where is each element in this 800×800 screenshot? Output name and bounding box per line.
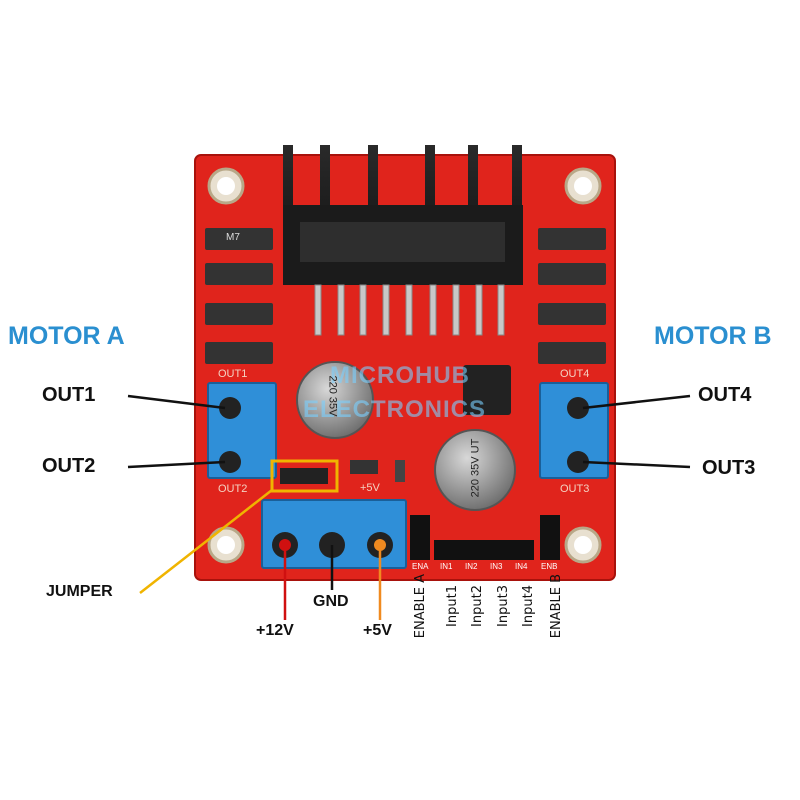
header-pins [410, 515, 560, 560]
capacitor-1 [296, 361, 374, 439]
diode-marking: M7 [226, 232, 240, 243]
header-in3: IN3 [490, 562, 503, 571]
silk-out1: OUT1 [218, 368, 248, 380]
jumper-label: JUMPER [46, 583, 113, 600]
enable-a-label: ENABLE A [413, 574, 428, 639]
watermark-line2: ELECTRONICS [303, 396, 487, 423]
motor-a-label: MOTOR A [8, 322, 125, 350]
input4-label: Input4 [521, 585, 536, 627]
leader-lines [127, 394, 691, 620]
out2-label: OUT2 [42, 455, 96, 477]
mounting-holes [207, 167, 602, 564]
out3-label: OUT3 [702, 457, 756, 479]
input1-label: Input1 [445, 585, 460, 627]
cap-marking-2: 220 35V UT [469, 438, 482, 498]
smd-part [395, 460, 405, 482]
enable-b-label: ENABLE B [549, 574, 564, 639]
input3-label: Input3 [496, 585, 511, 627]
voltage-regulator [463, 365, 511, 415]
diodes-left [205, 228, 273, 364]
capacitor-2 [434, 429, 516, 511]
jumper-component [270, 459, 339, 493]
header-in2: IN2 [465, 562, 478, 571]
silk-5v: +5V [360, 482, 380, 494]
watermark-line1: MICROHUB [330, 362, 470, 389]
silk-out4: OUT4 [560, 368, 590, 380]
header-ena: ENA [412, 562, 429, 571]
out4-label: OUT4 [698, 384, 752, 406]
terminal-power [261, 499, 407, 569]
silk-out3: OUT3 [560, 483, 590, 495]
heat-sink [283, 145, 523, 285]
terminal-motor-a [207, 382, 277, 479]
header-enb: ENB [541, 562, 558, 571]
motor-b-label: MOTOR B [654, 322, 772, 350]
cap-marking-1: 220 35V [326, 375, 339, 417]
header-in1: IN1 [440, 562, 453, 571]
v5-label: +5V [363, 622, 392, 639]
out1-label: OUT1 [42, 384, 96, 406]
gnd-label: GND [313, 593, 349, 610]
input2-label: Input2 [470, 585, 485, 627]
header-in4: IN4 [515, 562, 528, 571]
silk-out2: OUT2 [218, 483, 248, 495]
driver-ic-pins [314, 284, 505, 336]
smd-led [350, 460, 378, 474]
v12-label: +12V [256, 622, 294, 639]
diodes-right [538, 228, 606, 364]
